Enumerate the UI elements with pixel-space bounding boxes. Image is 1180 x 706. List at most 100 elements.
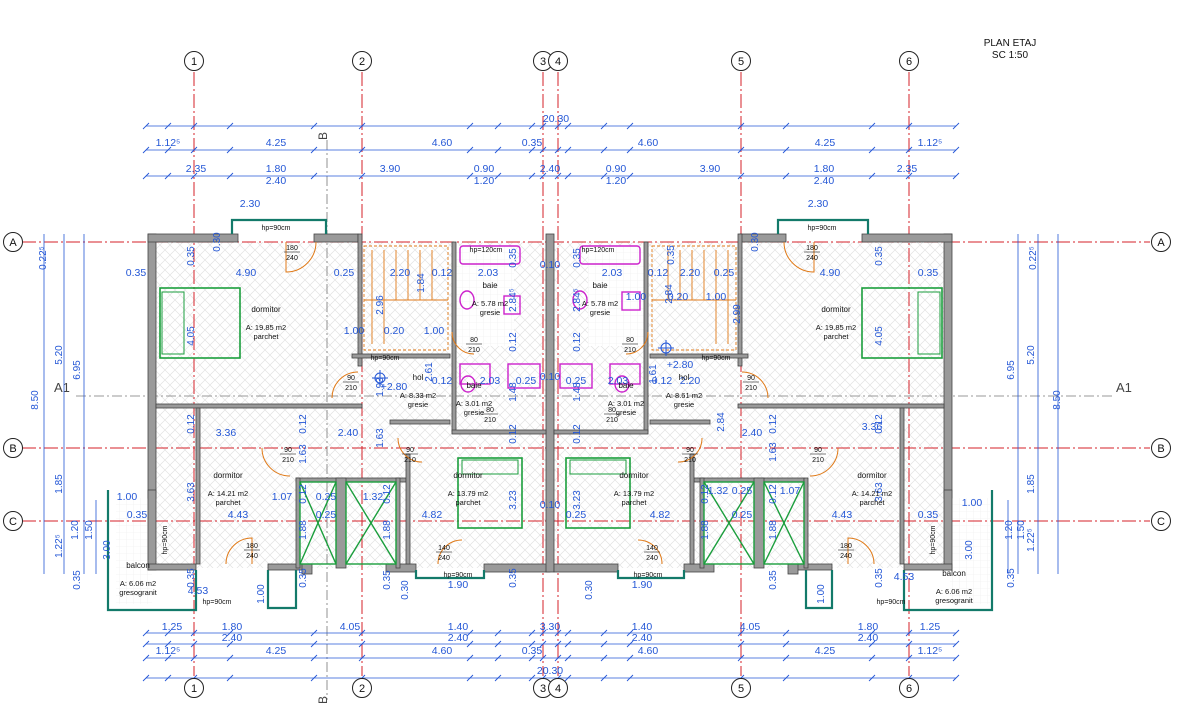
dimension-value: 0.12 — [572, 332, 583, 352]
axis-bubble-4 — [548, 51, 568, 71]
dimension-value: 1.22⁵ — [1026, 528, 1037, 552]
axis-bubble-1 — [184, 51, 204, 71]
dimension-value: 2.40 — [448, 632, 469, 644]
dimension-value: 1.20 — [1004, 520, 1015, 540]
dimension-value: 3.36 — [216, 427, 237, 439]
dimension-value: 1.63 — [768, 442, 779, 462]
room-name: baie — [482, 281, 498, 290]
dimension-value: 0.35 — [382, 570, 393, 590]
dimension-value: 0.12 — [768, 414, 779, 434]
dimension-value: 1.25 — [920, 621, 941, 633]
dimension-value: 4.05 — [740, 621, 761, 633]
dimension-value: 1.80 — [266, 163, 287, 175]
dimension-value: 2.20 — [680, 375, 701, 387]
dimension-value: 2.03 — [602, 267, 623, 279]
dimension-value: 1.32 — [363, 491, 384, 503]
dimension-value: 1.00 — [816, 584, 827, 604]
dimension-value: 0.35 — [918, 267, 939, 279]
room-finish: gresogranit — [119, 588, 157, 597]
axis-bubble-C — [3, 511, 23, 531]
axis-label-4: 4 — [555, 683, 561, 695]
dimension-value: 2.40 — [266, 175, 287, 187]
dimension-value: 0.10 — [540, 499, 561, 511]
room-finish: parchet — [253, 332, 279, 341]
door-tags: 1802401802408021080210902109021080210802… — [244, 245, 854, 562]
door-tag-width: 90 — [284, 447, 292, 454]
dimension-value: 0.12 — [382, 484, 393, 504]
room-name: dormitor — [453, 471, 483, 480]
dimension-value: 0.25 — [566, 509, 587, 521]
dimension-value: 1.40 — [448, 621, 469, 633]
dimension-value: 1.07 — [780, 485, 801, 497]
axis-bubble-2 — [352, 678, 372, 698]
dimension-value: 2.84⁵ — [508, 288, 519, 312]
dimension-value: 4.25 — [266, 645, 287, 657]
dimension-value: 0.20 — [668, 291, 689, 303]
dimension-value: 0.22⁵ — [38, 246, 49, 270]
door-tag-height: 210 — [624, 347, 636, 354]
room-finish: gresie — [616, 408, 636, 417]
axis-label-6: 6 — [906, 56, 912, 68]
dimension-value: 0.12 — [652, 375, 673, 387]
dimension-value: 0.10 — [540, 259, 561, 271]
dimension-lines — [43, 125, 1059, 679]
dimension-value: 2.84⁵ — [572, 288, 583, 312]
door-tag-height: 240 — [840, 553, 852, 560]
dimension-value: 0.12 — [432, 267, 453, 279]
dimension-value: 4.43 — [228, 509, 249, 521]
dimension-value: 0.12 — [186, 414, 197, 434]
dimension-value: 0.35 — [522, 137, 543, 149]
dimension-value: 1.32 — [708, 485, 729, 497]
door-tag-width: 90 — [347, 375, 355, 382]
dimension-value: 1.61 — [648, 364, 659, 384]
room-finish: gresie — [464, 408, 484, 417]
dimension-value: 1.00 — [344, 325, 365, 337]
dimension-value: 0.35 — [918, 509, 939, 521]
dimension-value: 2.40 — [338, 427, 359, 439]
dimension-value: 1.00 — [626, 291, 647, 303]
dimension-value: 0.12 — [648, 267, 669, 279]
room-area: A: 14.21 m2 — [208, 489, 248, 498]
dimension-value: 8.50 — [1052, 390, 1063, 410]
dimension-value: 1.00 — [117, 491, 138, 503]
dimension-value: 4.82 — [650, 509, 671, 521]
door-tag-width: 90 — [747, 375, 755, 382]
axis-label-C: C — [1157, 516, 1165, 528]
room-area: A: 19.85 m2 — [816, 323, 856, 332]
dimension-value: 0.35 — [508, 248, 519, 268]
section-label-a1-left: A1 — [54, 380, 70, 395]
dimension-value: 3.30 — [540, 621, 561, 633]
dimension-value: 4.05 — [186, 326, 197, 346]
dimension-value: 4.25 — [815, 645, 836, 657]
dimension-value: 0.12 — [298, 484, 309, 504]
dimension-value: 1.88 — [298, 520, 309, 540]
dimension-value: 0.30 — [750, 232, 761, 252]
room-finish: parchet — [215, 498, 241, 507]
dimension-value: 2.40 — [858, 632, 879, 644]
dimension-value: 1.00 — [962, 497, 983, 509]
dimension-value: 2.03 — [608, 375, 629, 387]
dimension-value: 4.43 — [832, 509, 853, 521]
door-tag-width: 90 — [814, 447, 822, 454]
dimension-value: 1.22⁵ — [54, 534, 65, 558]
door-tag-height: 240 — [646, 555, 658, 562]
axis-label-C: C — [9, 516, 17, 528]
door-tag-height: 210 — [745, 385, 757, 392]
dimension-value: 3.63 — [186, 482, 197, 502]
room-name: hol — [679, 373, 690, 382]
sill-height-label: hp=90cm — [203, 599, 232, 606]
door-tag-height: 210 — [468, 347, 480, 354]
dimension-value: 2.84 — [716, 412, 727, 432]
dimension-value: 4.90 — [820, 267, 841, 279]
door-tag-height: 210 — [606, 417, 618, 424]
axis-bubble-5 — [731, 678, 751, 698]
dimension-value: 1.85 — [54, 474, 65, 494]
dimension-value: 1.85 — [1026, 474, 1037, 494]
dimension-value: 0.35 — [126, 267, 147, 279]
room-area: A: 5.78 m2 — [472, 299, 508, 308]
room-area: A: 3.01 m2 — [456, 399, 492, 408]
dimension-value: 1.20 — [474, 175, 495, 187]
dimension-value: 1.20 — [606, 175, 627, 187]
dimension-value: 4.05 — [340, 621, 361, 633]
